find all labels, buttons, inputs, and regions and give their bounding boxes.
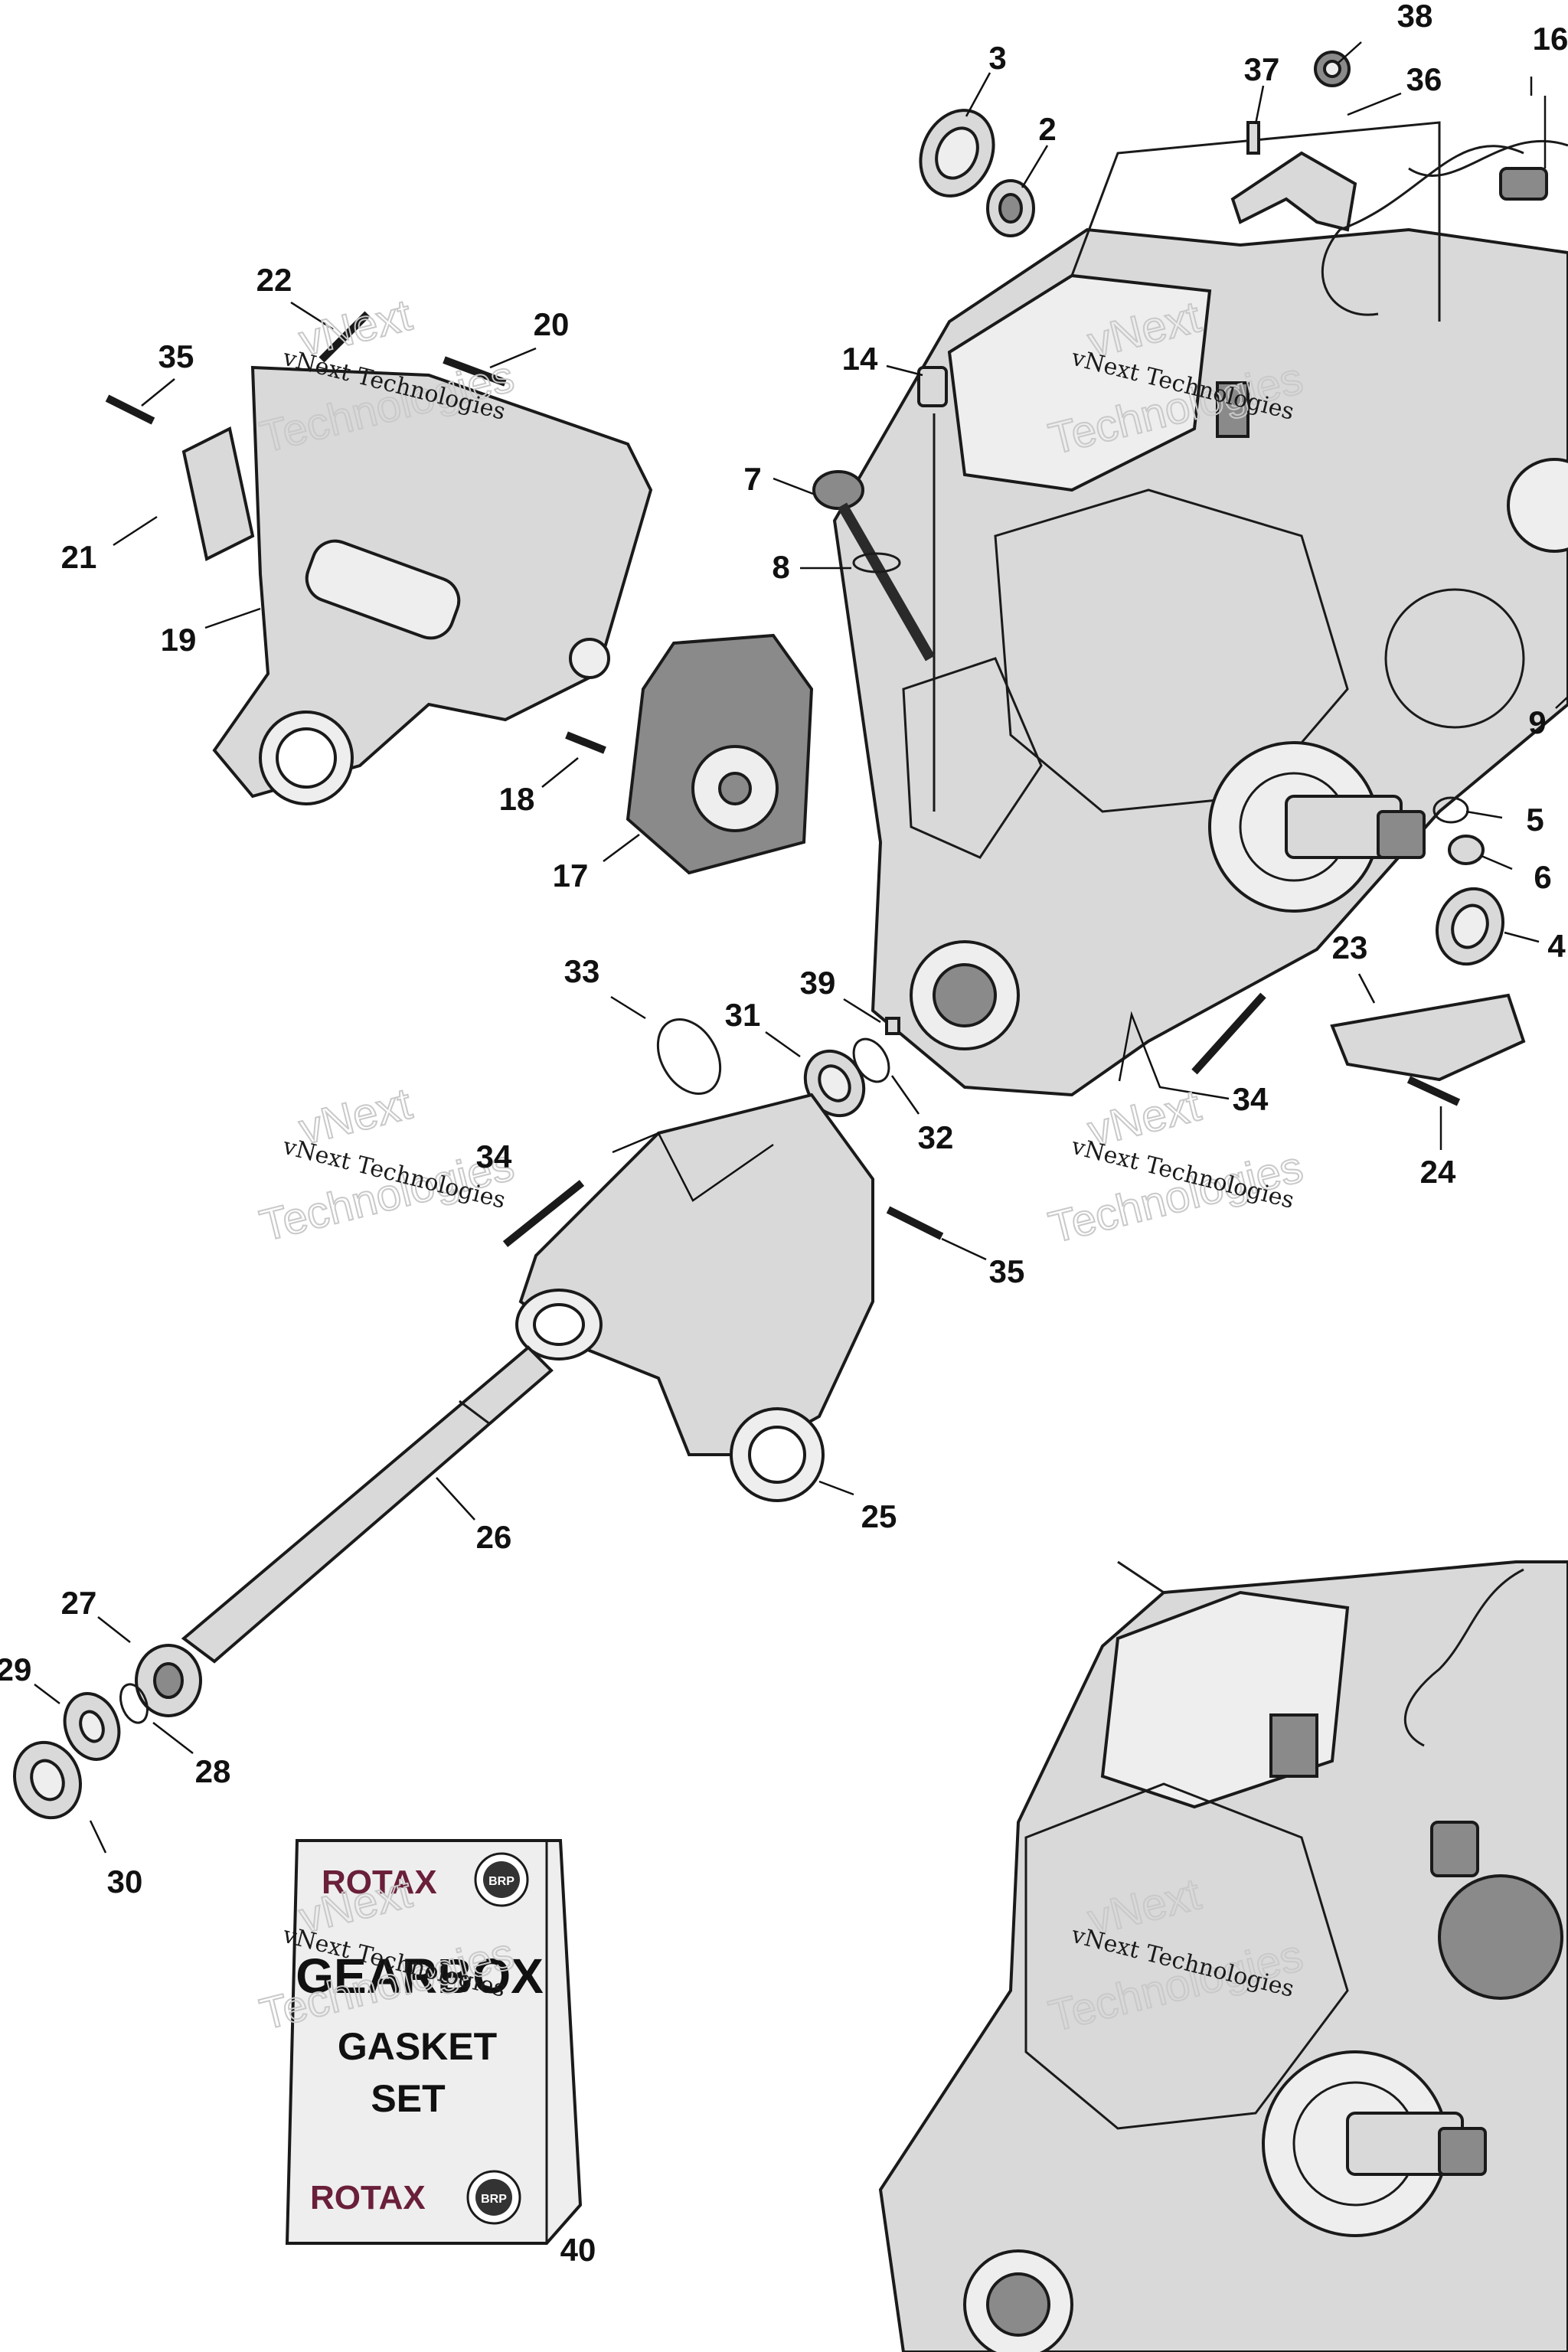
mount-bracket-19: [212, 365, 653, 805]
callout-25: 25: [861, 1498, 897, 1534]
callout-24: 24: [1420, 1154, 1456, 1190]
callout-26: 26: [476, 1519, 512, 1555]
callout-6: 6: [1534, 859, 1551, 895]
lifting-eye-38: [1314, 51, 1351, 87]
callout-36: 36: [1406, 61, 1442, 97]
callout-28: 28: [195, 1753, 231, 1789]
callout-32: 32: [918, 1119, 954, 1155]
bolt-37: [1246, 121, 1260, 155]
bracket-36: [1230, 151, 1357, 232]
plug-14: [917, 366, 948, 407]
callout-16: 16: [1533, 21, 1568, 57]
svg-text:ROTAX: ROTAX: [322, 1864, 437, 1901]
rotax-logo-top: ROTAX: [322, 1864, 437, 1901]
dipstick-7: [812, 470, 936, 662]
washer-29: [63, 1692, 121, 1761]
callout-33: 33: [564, 953, 600, 989]
shaft-26: [181, 1345, 554, 1664]
callout-29: 29: [0, 1651, 31, 1687]
gasket-set-box: ROTAX BRP GEARBOX GASKET SET ROTAX BRP: [285, 1839, 583, 2245]
gasket-box-title: GEARBOX: [296, 1949, 544, 2004]
seal-4: [1435, 887, 1505, 966]
callout-38: 38: [1397, 0, 1433, 34]
o-ring-33: [656, 1018, 722, 1095]
callout-39: 39: [800, 965, 836, 1001]
bracket-23: [1330, 993, 1526, 1082]
callout-23: 23: [1332, 929, 1368, 965]
o-ring-5: [1432, 796, 1469, 824]
callout-8: 8: [772, 549, 789, 585]
sensor-16: [1321, 145, 1548, 316]
brp-badge-bottom-icon: BRP: [466, 2170, 521, 2225]
gearbox-housing-upper: [832, 121, 1568, 1097]
bolt-20: [443, 356, 507, 387]
callout-31: 31: [725, 997, 761, 1033]
bearing-27: [135, 1644, 202, 1717]
seal-30: [12, 1740, 83, 1820]
svg-text:ROTAX: ROTAX: [310, 2179, 426, 2216]
nut-6: [1448, 835, 1485, 865]
callout-5: 5: [1526, 802, 1544, 838]
pin-39: [885, 1017, 900, 1035]
gasket-box-line2: GASKET: [338, 2025, 497, 2068]
bracket-25: [515, 1093, 874, 1502]
callout-22: 22: [256, 262, 292, 298]
callout-3: 3: [988, 40, 1006, 76]
callout-9: 9: [1528, 704, 1546, 740]
callout-17: 17: [553, 858, 589, 893]
bolt-34-right: [1191, 992, 1266, 1075]
bolt-24: [1406, 1076, 1461, 1106]
bolt-34-left: [502, 1180, 585, 1247]
gasket-box-line3: SET: [371, 2077, 445, 2120]
callout-35-right: 35: [989, 1253, 1025, 1289]
svg-text:BRP: BRP: [488, 1875, 514, 1888]
o-ring-8: [852, 552, 901, 573]
pump-17: [626, 633, 814, 875]
leader-lines: [34, 41, 1568, 1854]
callout-37: 37: [1244, 51, 1280, 87]
callout-19: 19: [161, 622, 197, 658]
callout-18: 18: [499, 781, 535, 817]
callout-14: 14: [842, 341, 878, 377]
bearing-2: [986, 179, 1035, 237]
gearbox-assembled-view: [878, 1560, 1568, 2352]
callout-40: 40: [560, 2232, 596, 2268]
callout-34-left: 34: [476, 1138, 512, 1174]
plate-21: [181, 426, 255, 561]
callout-20: 20: [534, 306, 570, 342]
callout-21: 21: [61, 539, 97, 575]
bolt-18: [565, 731, 606, 754]
seal-3: [919, 109, 995, 198]
callout-7: 7: [743, 461, 761, 497]
brp-badge-top-icon: BRP: [474, 1852, 529, 1907]
bolt-35-right: [886, 1206, 944, 1240]
callout-34-right: 34: [1233, 1081, 1269, 1117]
bolt-22: [318, 311, 371, 363]
rotax-logo-bottom: ROTAX: [310, 2179, 426, 2216]
circlip-32: [852, 1037, 890, 1083]
callout-labels: 3 2 37 38 36 16 22 20 35 21 19 14 7 8 18…: [0, 0, 1568, 2268]
circlip-28: [119, 1683, 149, 1724]
callout-30: 30: [107, 1864, 143, 1900]
callout-35-left: 35: [158, 338, 194, 374]
callout-4: 4: [1547, 928, 1566, 964]
bolt-35-left: [105, 394, 155, 425]
callout-27: 27: [61, 1585, 97, 1621]
callout-2: 2: [1038, 111, 1056, 147]
svg-text:BRP: BRP: [481, 2193, 507, 2206]
